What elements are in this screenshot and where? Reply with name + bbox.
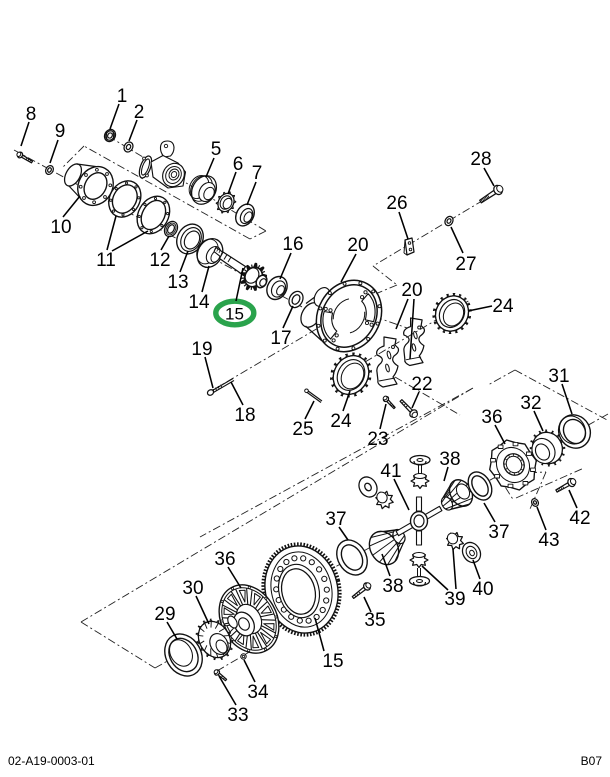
svg-text:11: 11	[96, 250, 116, 271]
svg-text:B07: B07	[581, 754, 603, 768]
svg-text:40: 40	[472, 579, 493, 600]
svg-text:2: 2	[134, 102, 145, 123]
svg-text:17: 17	[270, 328, 291, 349]
svg-text:39: 39	[444, 589, 465, 610]
svg-text:36: 36	[214, 549, 235, 570]
svg-text:5: 5	[211, 139, 222, 160]
svg-text:27: 27	[455, 254, 476, 275]
svg-text:20: 20	[347, 235, 368, 256]
svg-text:43: 43	[538, 530, 559, 551]
svg-text:35: 35	[364, 610, 385, 631]
svg-text:9: 9	[55, 121, 66, 142]
svg-text:38: 38	[382, 576, 403, 597]
svg-text:22: 22	[411, 374, 432, 395]
svg-text:23: 23	[367, 429, 388, 450]
svg-text:33: 33	[227, 705, 248, 726]
svg-text:24: 24	[492, 296, 514, 317]
svg-text:16: 16	[282, 234, 303, 255]
svg-text:6: 6	[233, 154, 244, 175]
svg-text:12: 12	[149, 250, 170, 271]
svg-text:26: 26	[386, 193, 407, 214]
svg-text:10: 10	[50, 217, 71, 238]
svg-text:13: 13	[167, 272, 188, 293]
svg-text:37: 37	[488, 522, 509, 543]
svg-text:19: 19	[191, 339, 212, 360]
svg-text:18: 18	[234, 405, 255, 426]
svg-text:15: 15	[322, 651, 343, 672]
svg-text:02-A19-0003-01: 02-A19-0003-01	[8, 754, 95, 768]
svg-text:14: 14	[188, 292, 210, 313]
svg-text:15: 15	[225, 305, 244, 324]
svg-text:7: 7	[252, 163, 263, 184]
svg-text:42: 42	[569, 508, 590, 529]
svg-text:25: 25	[292, 419, 313, 440]
svg-text:30: 30	[182, 578, 203, 599]
svg-text:34: 34	[247, 682, 269, 703]
svg-text:1: 1	[117, 86, 128, 107]
svg-text:20: 20	[401, 280, 422, 301]
svg-text:31: 31	[548, 366, 569, 387]
svg-text:8: 8	[26, 104, 37, 125]
svg-text:36: 36	[481, 407, 502, 428]
svg-text:41: 41	[380, 461, 401, 482]
svg-text:37: 37	[325, 509, 346, 530]
svg-text:29: 29	[154, 604, 175, 625]
svg-text:38: 38	[439, 449, 460, 470]
svg-text:32: 32	[520, 393, 541, 414]
svg-text:28: 28	[470, 149, 491, 170]
svg-text:24: 24	[330, 411, 352, 432]
